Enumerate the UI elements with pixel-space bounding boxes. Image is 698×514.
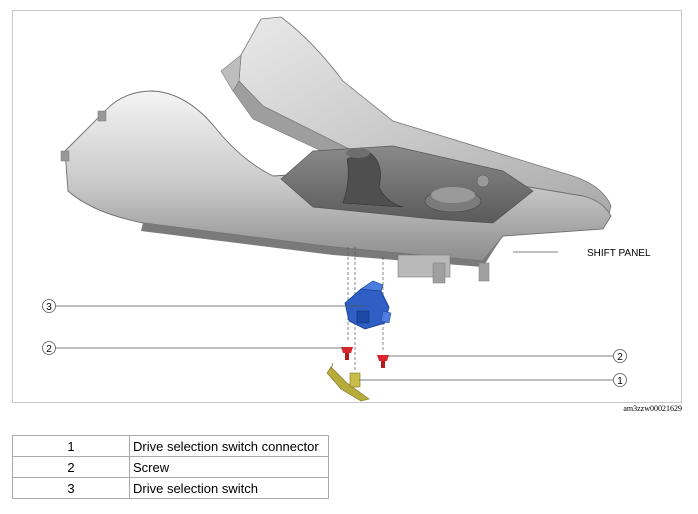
leader-lines — [53, 251, 613, 381]
svg-text:1: 1 — [617, 376, 623, 387]
svg-text:3: 3 — [46, 302, 52, 313]
part-description: Drive selection switch connector — [129, 435, 329, 457]
svg-text:2: 2 — [617, 352, 623, 363]
callout-1: 1 — [613, 373, 627, 387]
callout-2-left: 2 — [42, 341, 56, 355]
console-rear — [220, 16, 612, 222]
part-number: 1 — [12, 435, 130, 457]
screw-right — [377, 355, 389, 368]
callout-3: 3 — [42, 299, 56, 313]
drive-selection-switch — [344, 280, 392, 330]
console-main — [60, 90, 612, 284]
screw-left — [341, 347, 353, 360]
part-description: Drive selection switch — [129, 477, 329, 499]
callout-2-right: 2 — [613, 349, 627, 363]
diagram-illustration: 3 2 2 1 SHIFT PANEL — [42, 16, 651, 402]
part-number: 2 — [12, 456, 130, 478]
exploded-diagram: 3 2 2 1 SHIFT PANEL — [12, 10, 682, 403]
table-row: 1 Drive selection switch connector — [12, 435, 329, 457]
table-row: 2 Screw — [12, 456, 329, 478]
image-id: am3zzw00021629 — [623, 404, 682, 413]
svg-text:2: 2 — [46, 344, 52, 355]
part-description: Screw — [129, 456, 329, 478]
parts-legend-table: 1 Drive selection switch connector 2 Scr… — [12, 435, 329, 499]
part-number: 3 — [12, 477, 130, 499]
table-row: 3 Drive selection switch — [12, 477, 329, 499]
drive-selection-switch-connector — [326, 362, 370, 402]
shift-panel-label: SHIFT PANEL — [587, 248, 651, 259]
